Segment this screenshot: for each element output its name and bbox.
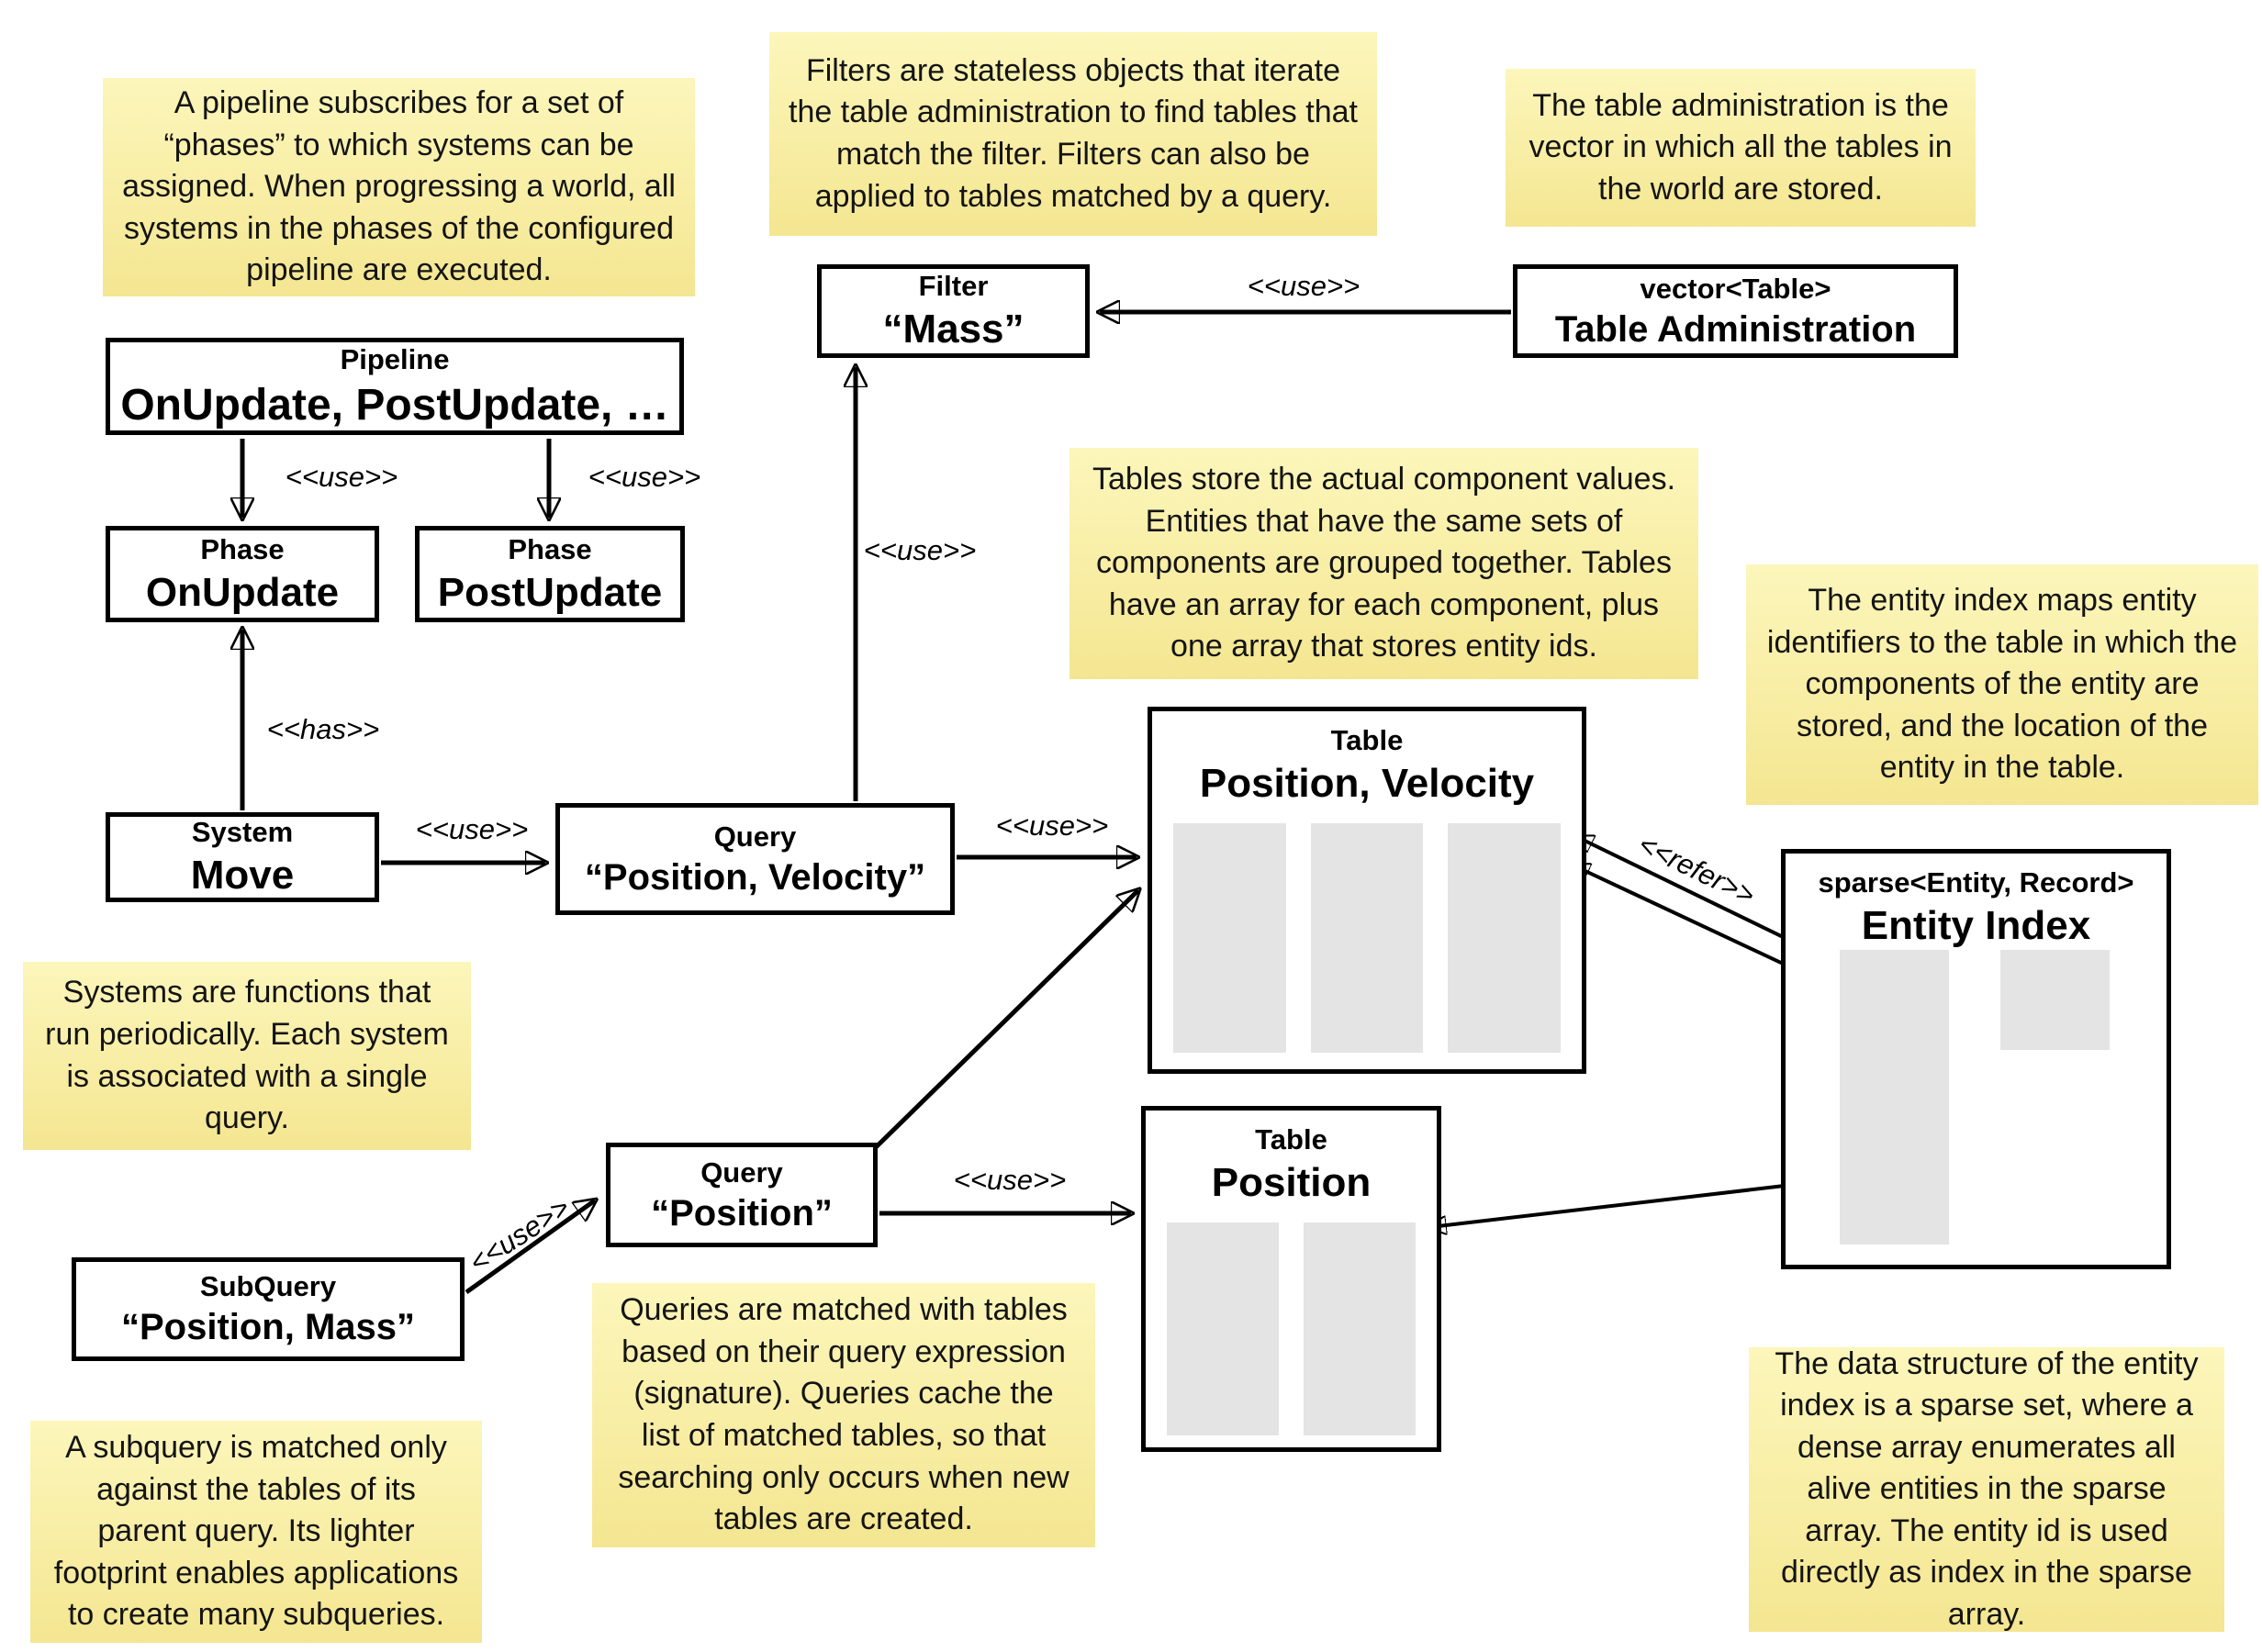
label-use-pipeline-postupdate: <<use>> xyxy=(588,461,701,493)
node-phase-onupdate: Phase OnUpdate xyxy=(106,526,379,622)
node-query-position: Query “Position” xyxy=(606,1143,878,1247)
label-use-tableadmin-filter: <<use>> xyxy=(1247,270,1361,302)
note-sparse-set-text: The data structure of the entity index i… xyxy=(1775,1345,2199,1632)
note-subquery-text: A subquery is matched only against the t… xyxy=(53,1430,459,1633)
label-use-subquery-queryp: <<use>> xyxy=(463,1190,576,1279)
node-query-position-velocity-body: “Position, Velocity” xyxy=(584,856,926,898)
note-pipeline: A pipeline subscribes for a set of “phas… xyxy=(103,78,695,296)
component-array xyxy=(1448,823,1562,1053)
node-query-position-velocity: Query “Position, Velocity” xyxy=(555,803,955,915)
component-array xyxy=(1310,823,1424,1053)
node-subquery-position-mass: SubQuery “Position, Mass” xyxy=(72,1257,465,1361)
node-table-position-velocity-body: Position, Velocity xyxy=(1199,761,1535,806)
arrow-query-p-use-table-pv xyxy=(870,890,1138,1153)
node-filter-mass: Filter “Mass” xyxy=(817,264,1090,358)
dense-array xyxy=(2000,950,2110,1050)
node-query-position-velocity-title: Query xyxy=(713,820,797,853)
node-table-position-velocity-title: Table xyxy=(1330,724,1404,756)
note-pipeline-text: A pipeline subscribes for a set of “phas… xyxy=(122,85,676,288)
node-query-position-title: Query xyxy=(700,1155,783,1189)
node-table-position: Table Position xyxy=(1141,1106,1441,1452)
node-table-position-body: Position xyxy=(1211,1160,1372,1205)
node-table-administration-title: vector<Table> xyxy=(1640,272,1831,305)
component-arrays xyxy=(1146,1222,1437,1435)
note-subquery: A subquery is matched only against the t… xyxy=(30,1421,482,1643)
node-phase-postupdate-title: Phase xyxy=(508,532,592,565)
node-table-position-velocity-header: Table Position, Velocity xyxy=(1200,711,1534,807)
note-tables: Tables store the actual component values… xyxy=(1069,448,1698,679)
note-queries-text: Queries are matched with tables based on… xyxy=(618,1292,1069,1537)
node-entity-index-title: sparse<Entity, Record> xyxy=(1818,866,2134,899)
note-systems-text: Systems are functions that run periodica… xyxy=(45,975,449,1136)
note-filters-text: Filters are stateless objects that itera… xyxy=(789,52,1358,214)
node-phase-postupdate: Phase PostUpdate xyxy=(415,526,685,622)
node-entity-index: sparse<Entity, Record> Entity Index xyxy=(1781,849,2171,1269)
label-has-system-phase: <<has>> xyxy=(266,713,380,745)
note-table-administration-text: The table administration is the vector i… xyxy=(1529,87,1953,206)
node-system-move-title: System xyxy=(191,816,294,848)
note-tables-text: Tables store the actual component values… xyxy=(1092,462,1676,664)
component-array xyxy=(1173,823,1286,1053)
component-array xyxy=(1167,1222,1279,1435)
node-query-position-body: “Position” xyxy=(651,1192,833,1233)
note-queries: Queries are matched with tables based on… xyxy=(592,1283,1095,1547)
node-filter-mass-title: Filter xyxy=(918,270,989,302)
note-filters: Filters are stateless objects that itera… xyxy=(769,32,1377,236)
note-entity-index: The entity index maps entity identifiers… xyxy=(1746,564,2258,805)
label-use-queryp-tablep: <<use>> xyxy=(953,1164,1067,1196)
node-system-move-body: Move xyxy=(190,853,295,898)
node-pipeline: Pipeline OnUpdate, PostUpdate, … xyxy=(106,338,684,435)
component-array xyxy=(1304,1222,1416,1435)
node-table-position-velocity: Table Position, Velocity xyxy=(1148,707,1586,1074)
node-phase-postupdate-body: PostUpdate xyxy=(437,569,663,615)
node-pipeline-title: Pipeline xyxy=(340,342,450,375)
label-use-system-query: <<use>> xyxy=(415,813,529,845)
node-table-position-header: Table Position xyxy=(1212,1111,1372,1206)
node-table-administration-body: Table Administration xyxy=(1554,308,1917,350)
node-pipeline-body: OnUpdate, PostUpdate, … xyxy=(120,380,669,430)
node-table-position-title: Table xyxy=(1255,1123,1327,1155)
node-table-administration: vector<Table> Table Administration xyxy=(1513,264,1958,358)
node-phase-onupdate-title: Phase xyxy=(200,532,285,565)
note-entity-index-text: The entity index maps entity identifiers… xyxy=(1766,583,2238,786)
label-use-querypv-tablepv: <<use>> xyxy=(995,809,1109,842)
label-use-pipeline-onupdate: <<use>> xyxy=(285,461,398,493)
node-phase-onupdate-body: OnUpdate xyxy=(145,569,340,615)
note-table-administration: The table administration is the vector i… xyxy=(1506,69,1976,227)
label-use-query-filter: <<use>> xyxy=(863,534,977,566)
note-systems: Systems are functions that run periodica… xyxy=(23,962,471,1150)
sparse-array xyxy=(1840,950,1949,1245)
node-system-move: System Move xyxy=(106,812,379,902)
label-refer-entityindex-table: <<refer>> xyxy=(1633,827,1761,912)
node-entity-index-body: Entity Index xyxy=(1861,903,2091,948)
node-filter-mass-body: “Mass” xyxy=(882,307,1025,352)
node-entity-index-header: sparse<Entity, Record> Entity Index xyxy=(1818,854,2133,949)
arrow-entity-index-to-table-p xyxy=(1430,1178,1841,1227)
component-arrays xyxy=(1152,823,1582,1053)
node-subquery-position-mass-title: SubQuery xyxy=(199,1270,337,1302)
node-subquery-position-mass-body: “Position, Mass” xyxy=(120,1307,416,1347)
note-sparse-set: The data structure of the entity index i… xyxy=(1749,1346,2224,1632)
